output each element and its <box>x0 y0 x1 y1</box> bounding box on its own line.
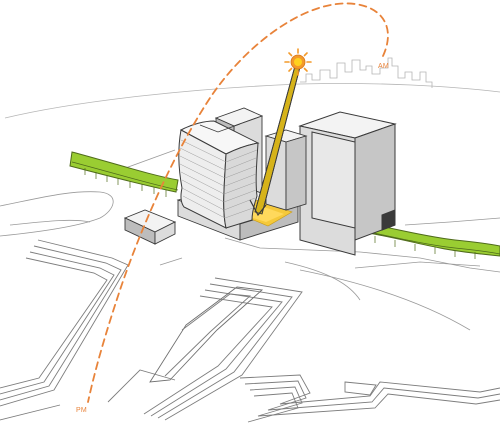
low-building <box>123 209 177 245</box>
sun-icon <box>284 48 312 76</box>
sun-path <box>87 2 389 403</box>
main-tower <box>178 120 260 229</box>
slab-tower <box>298 111 397 256</box>
ground-outlines <box>0 149 500 331</box>
greenway <box>69 151 500 259</box>
street-grid <box>0 239 500 423</box>
pm-label: PM <box>76 407 87 414</box>
distant-skyline <box>4 57 500 119</box>
am-label: AM <box>378 63 389 70</box>
